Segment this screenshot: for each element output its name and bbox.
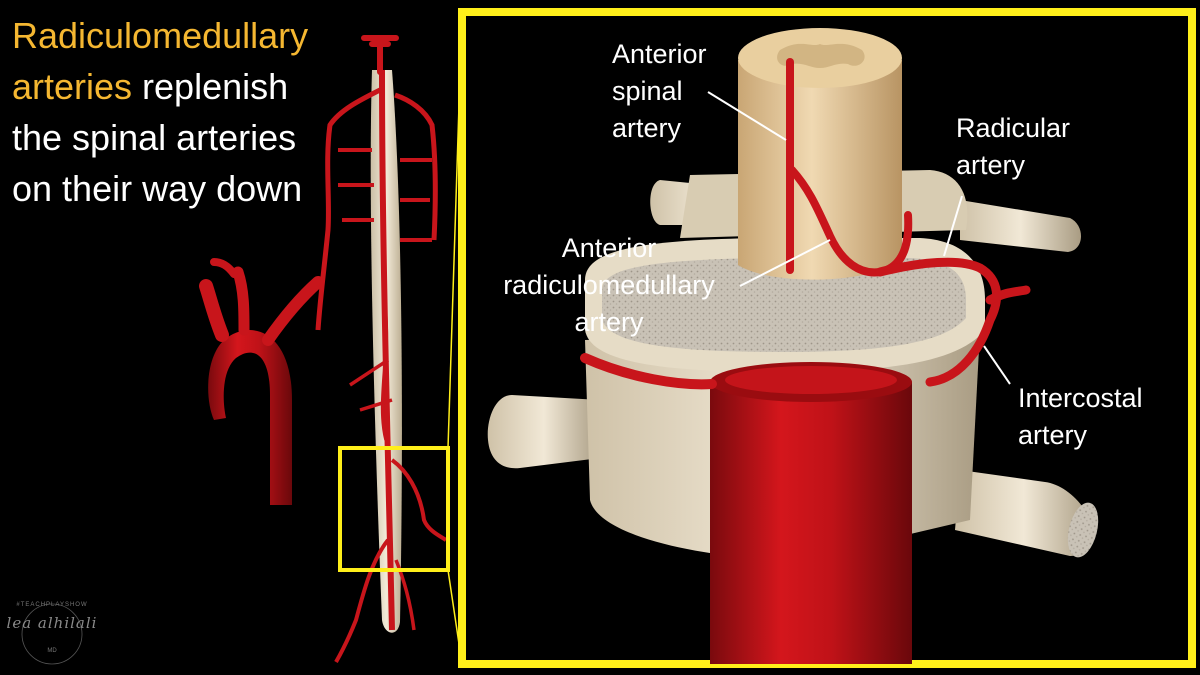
label-radicular-artery: Radicular artery <box>956 113 1071 180</box>
aortic-arch <box>199 258 324 505</box>
descending-aorta <box>710 362 912 664</box>
title-highlight: Radiculomedullary arteries <box>12 15 309 107</box>
callout-lines <box>707 91 1011 385</box>
watermark-tagline: #TEACHPLAYSHOW <box>16 602 88 608</box>
watermark-logo: #TEACHPLAYSHOW lea alhilali MD <box>4 600 100 672</box>
watermark-credential: MD <box>47 648 57 654</box>
title-rest: replenish the spinal arteries on their w… <box>12 66 303 209</box>
arteries-zoom <box>580 58 1031 390</box>
label-anterior-radiculomedullary-artery: Anterior radiculomedullary artery <box>503 233 715 337</box>
zoom-region-box <box>338 446 450 572</box>
spinal-cord <box>738 28 902 280</box>
spinal-cord-overview <box>315 35 448 663</box>
slide-title: Radiculomedullary arteries replenish the… <box>12 10 342 214</box>
watermark-signature: lea alhilali <box>6 614 98 632</box>
label-intercostal-artery: Intercostal artery <box>1018 383 1143 450</box>
label-anterior-spinal-artery: Anterior spinal artery <box>612 39 707 143</box>
